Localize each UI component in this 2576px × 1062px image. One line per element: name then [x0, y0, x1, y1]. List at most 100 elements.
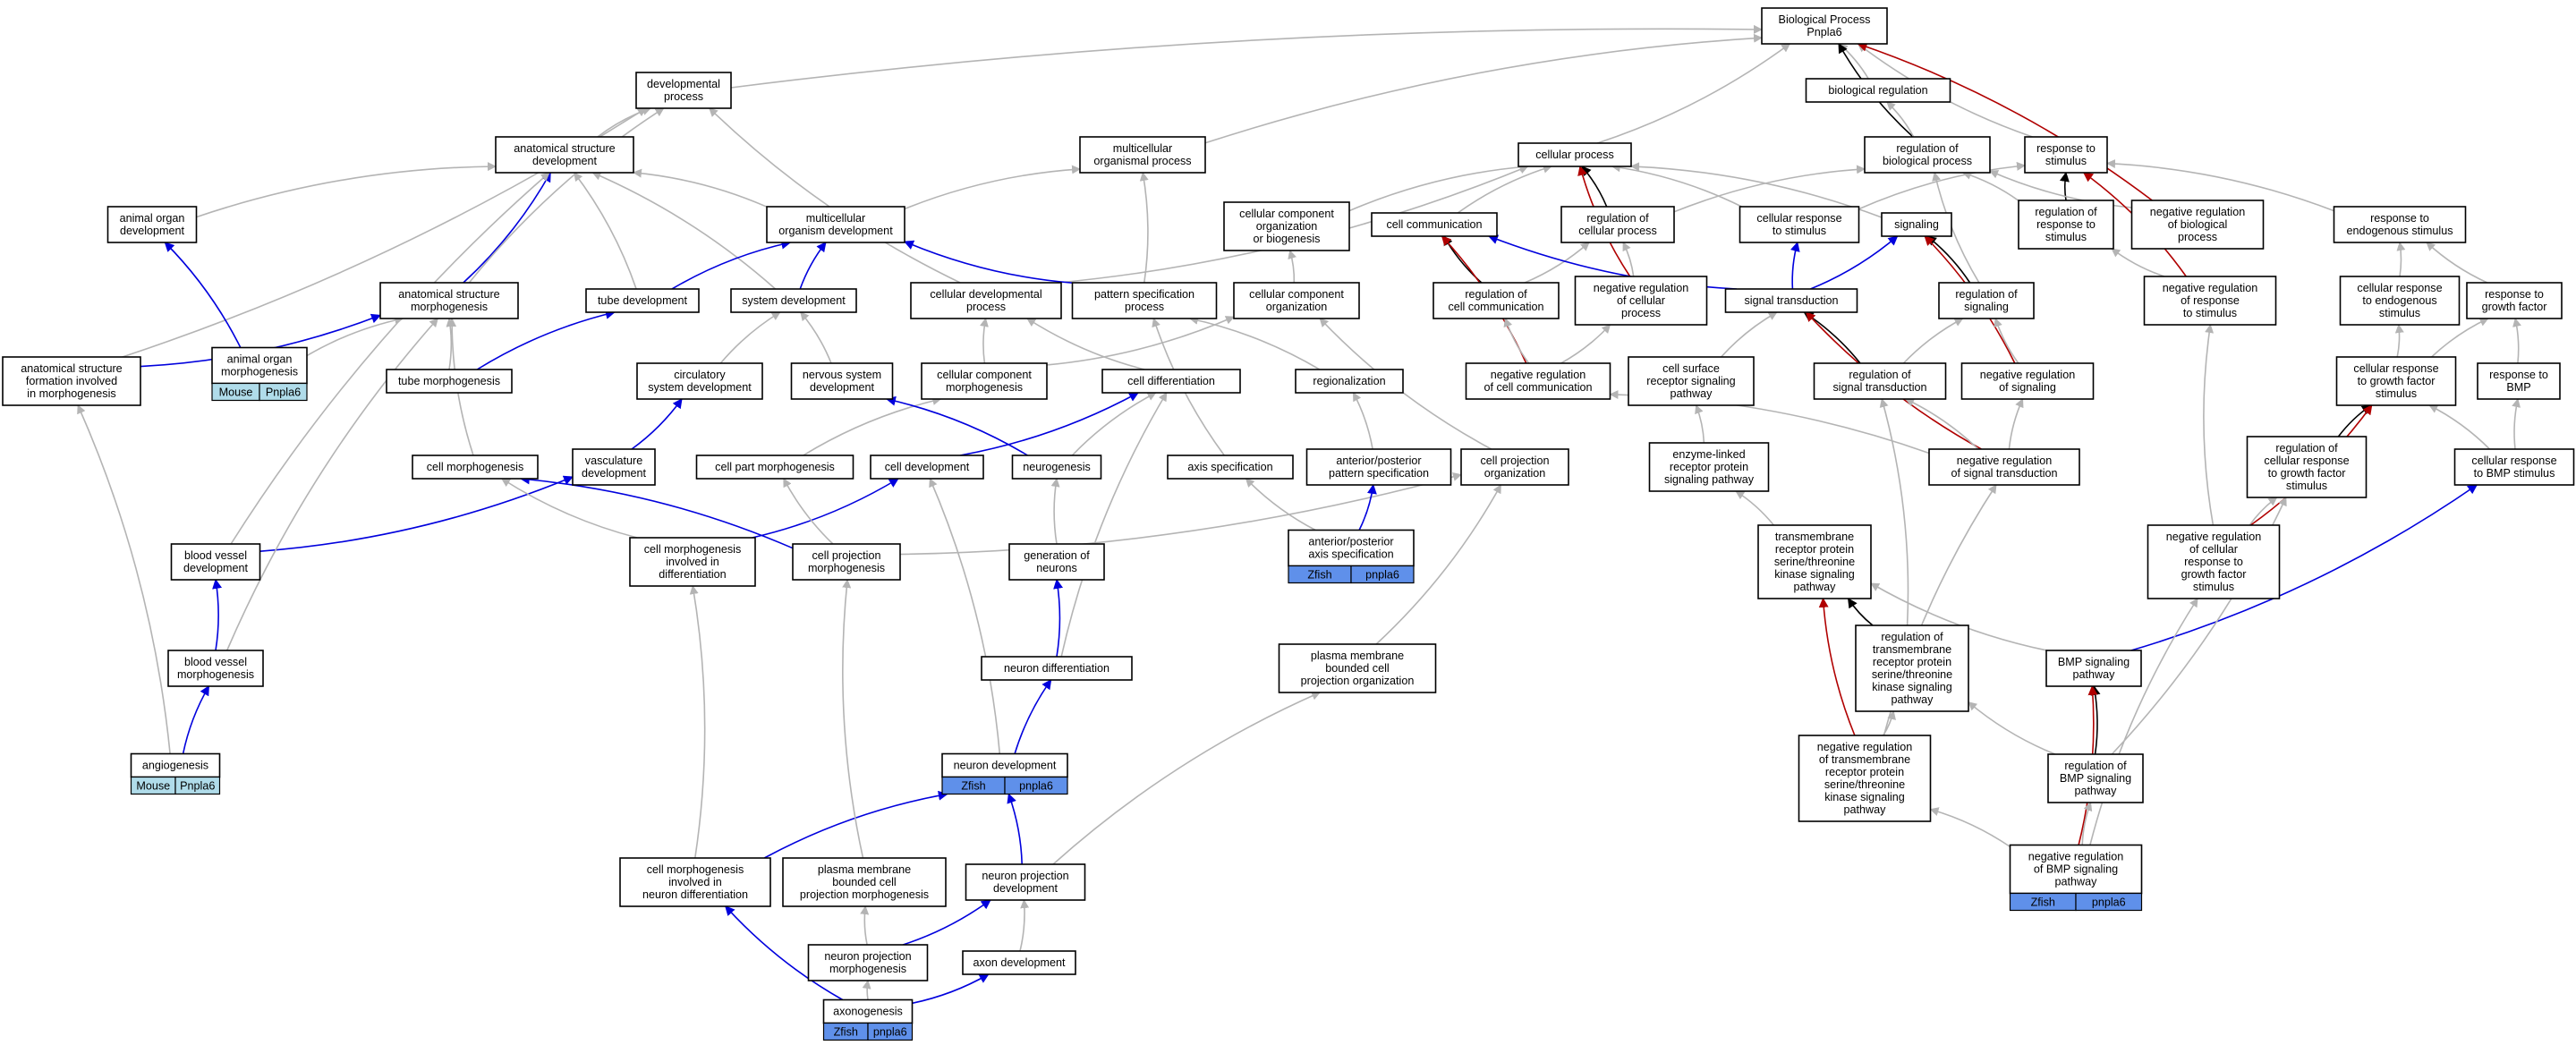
node-sysdev[interactable]: system development	[730, 288, 857, 313]
node-label: response to	[2036, 142, 2096, 155]
node-label: response to	[2489, 369, 2548, 381]
edge-cprojm-to-cpo	[899, 472, 1462, 556]
node-label: morphogenesis	[221, 366, 298, 378]
node-neurogenesis[interactable]: neurogenesis	[1011, 455, 1102, 480]
node-biolreg[interactable]: biological regulation	[1805, 78, 1951, 103]
node-cellmorph[interactable]: cell morphogenesis	[412, 455, 539, 480]
node-celldev[interactable]: cell development	[870, 455, 984, 480]
node-label: cell morphogenesis	[647, 863, 744, 876]
node-label: process	[966, 301, 1006, 313]
edge-cprojm-to-cpm	[783, 478, 834, 545]
node-label: cellular developmental	[930, 288, 1041, 301]
node-cellproc[interactable]: cellular process	[1518, 142, 1632, 167]
node-celldiff[interactable]: cell differentiation	[1101, 369, 1241, 394]
node-box	[2047, 753, 2144, 803]
edge-axono-to-cmind	[725, 905, 844, 1001]
node-label: to growth factor	[2358, 375, 2436, 387]
node-tubemorph[interactable]: tube morphogenesis	[386, 369, 513, 394]
node-tubedev[interactable]: tube development	[585, 288, 700, 313]
gene-tag	[259, 382, 308, 402]
node-box	[1433, 282, 1560, 319]
node-box	[941, 752, 1068, 778]
node-signaling[interactable]: signaling	[1881, 212, 1952, 237]
node-regionalization[interactable]: regionalization	[1295, 369, 1404, 394]
node-cellcomm[interactable]: cell communication	[1371, 212, 1498, 237]
node-cpm[interactable]: cell part morphogenesis	[695, 455, 854, 480]
node-label: regulation of	[1955, 288, 2018, 301]
node-label: anterior/posterior	[1336, 455, 1421, 467]
edge-asm-to-devproc	[468, 107, 665, 284]
node-axdev[interactable]: axon development	[962, 950, 1076, 975]
node-st[interactable]: signal transduction	[1724, 288, 1858, 313]
node-label: circulatory	[674, 369, 726, 381]
node-neurdiff[interactable]: neuron differentiation	[981, 656, 1133, 681]
node-axisspec[interactable]: axis specification	[1167, 455, 1294, 480]
edge-psp-to-multproc	[1139, 172, 1149, 284]
node-label: receptor protein	[1670, 461, 1748, 473]
